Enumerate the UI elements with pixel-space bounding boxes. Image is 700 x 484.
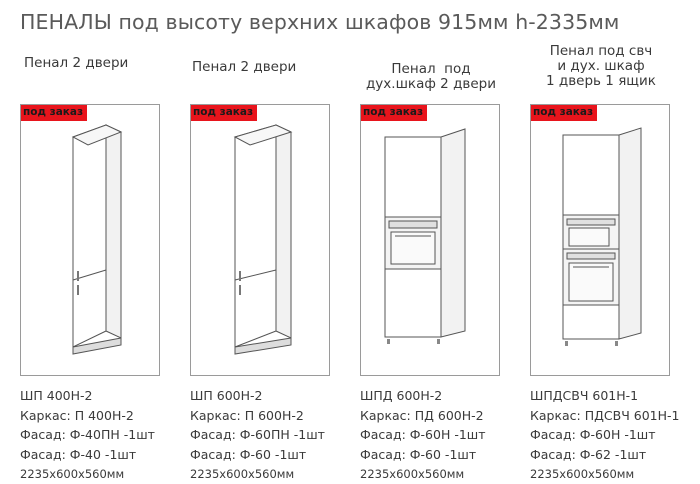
- product-header: Пенал под свч и дух. шкаф 1 дверь 1 ящик: [546, 43, 656, 89]
- product-frame: Каркас: ПДСВЧ 601Н-1: [530, 407, 680, 423]
- tall-cabinet-oven-icon: [384, 128, 466, 344]
- order-badge: под заказ: [361, 105, 428, 121]
- product-dimensions: 2235х600х560мм: [190, 467, 295, 481]
- product-facade: Фасад: Ф-40ПН -1шт: [20, 427, 155, 442]
- product-facade: Фасад: Ф-60Н -1шт: [360, 427, 486, 442]
- product-code: ШПДСВЧ 601Н-1: [530, 388, 639, 403]
- page-title: ПЕНАЛЫ под высоту верхних шкафов 915мм h…: [20, 10, 620, 34]
- product-facade: Фасад: Ф-62 -1шт: [530, 446, 647, 462]
- tall-cabinet-two-doors-icon: [233, 124, 293, 355]
- order-badge: под заказ: [531, 105, 598, 121]
- order-badge: под заказ: [21, 105, 88, 121]
- product-image-frame[interactable]: под заказ: [190, 104, 330, 376]
- product-image-frame[interactable]: под заказ: [360, 104, 500, 376]
- product-facade: Фасад: Ф-60Н -1шт: [530, 427, 656, 442]
- product-facade: Фасад: Ф-60 -1шт: [360, 446, 477, 462]
- product-image-frame[interactable]: под заказ: [530, 104, 670, 376]
- product-code: ШП 400Н-2: [20, 388, 93, 403]
- product-header: Пенал 2 двери: [192, 59, 297, 75]
- tall-cabinet-microwave-oven-icon: [562, 127, 642, 346]
- product-frame: Каркас: П 400Н-2: [20, 407, 134, 423]
- product-dimensions: 2235х600х560мм: [530, 467, 635, 481]
- product-facade: Фасад: Ф-60ПН -1шт: [190, 427, 325, 442]
- product-specs: ШПДСВЧ 601Н-1 Каркас: ПДСВЧ 601Н-1 Фасад…: [530, 386, 679, 484]
- order-badge: под заказ: [191, 105, 258, 121]
- product-facade: Фасад: Ф-40 -1шт: [20, 446, 137, 462]
- product-facade: Фасад: Ф-60 -1шт: [190, 446, 307, 462]
- product-specs: ШПД 600Н-2 Каркас: ПД 600Н-2 Фасад: Ф-60…: [360, 386, 486, 484]
- product-frame: Каркас: ПД 600Н-2: [360, 407, 484, 423]
- product-dimensions: 2235х600х560мм: [360, 467, 465, 481]
- product-card[interactable]: Пенал под дух.шкаф 2 двери под заказ ШПД…: [360, 0, 510, 483]
- product-frame: Каркас: П 600Н-2: [190, 407, 304, 423]
- product-header: Пенал 2 двери: [24, 55, 129, 71]
- product-specs: ШП 400Н-2 Каркас: П 400Н-2 Фасад: Ф-40ПН…: [20, 386, 155, 484]
- product-card[interactable]: Пенал 2 двери под заказ ШП 600Н-2 Каркас…: [190, 0, 340, 483]
- product-card[interactable]: Пенал под свч и дух. шкаф 1 дверь 1 ящик…: [530, 0, 680, 483]
- product-dimensions: 2235х600х560мм: [20, 467, 125, 481]
- product-code: ШПД 600Н-2: [360, 388, 443, 403]
- product-image-frame[interactable]: под заказ: [20, 104, 160, 376]
- product-code: ШП 600Н-2: [190, 388, 263, 403]
- product-card[interactable]: Пенал 2 двери под заказ ШП 400Н-2 Каркас…: [20, 0, 170, 483]
- tall-cabinet-two-doors-icon: [71, 124, 123, 355]
- product-specs: ШП 600Н-2 Каркас: П 600Н-2 Фасад: Ф-60ПН…: [190, 386, 325, 484]
- product-header: Пенал под дух.шкаф 2 двери: [365, 61, 497, 92]
